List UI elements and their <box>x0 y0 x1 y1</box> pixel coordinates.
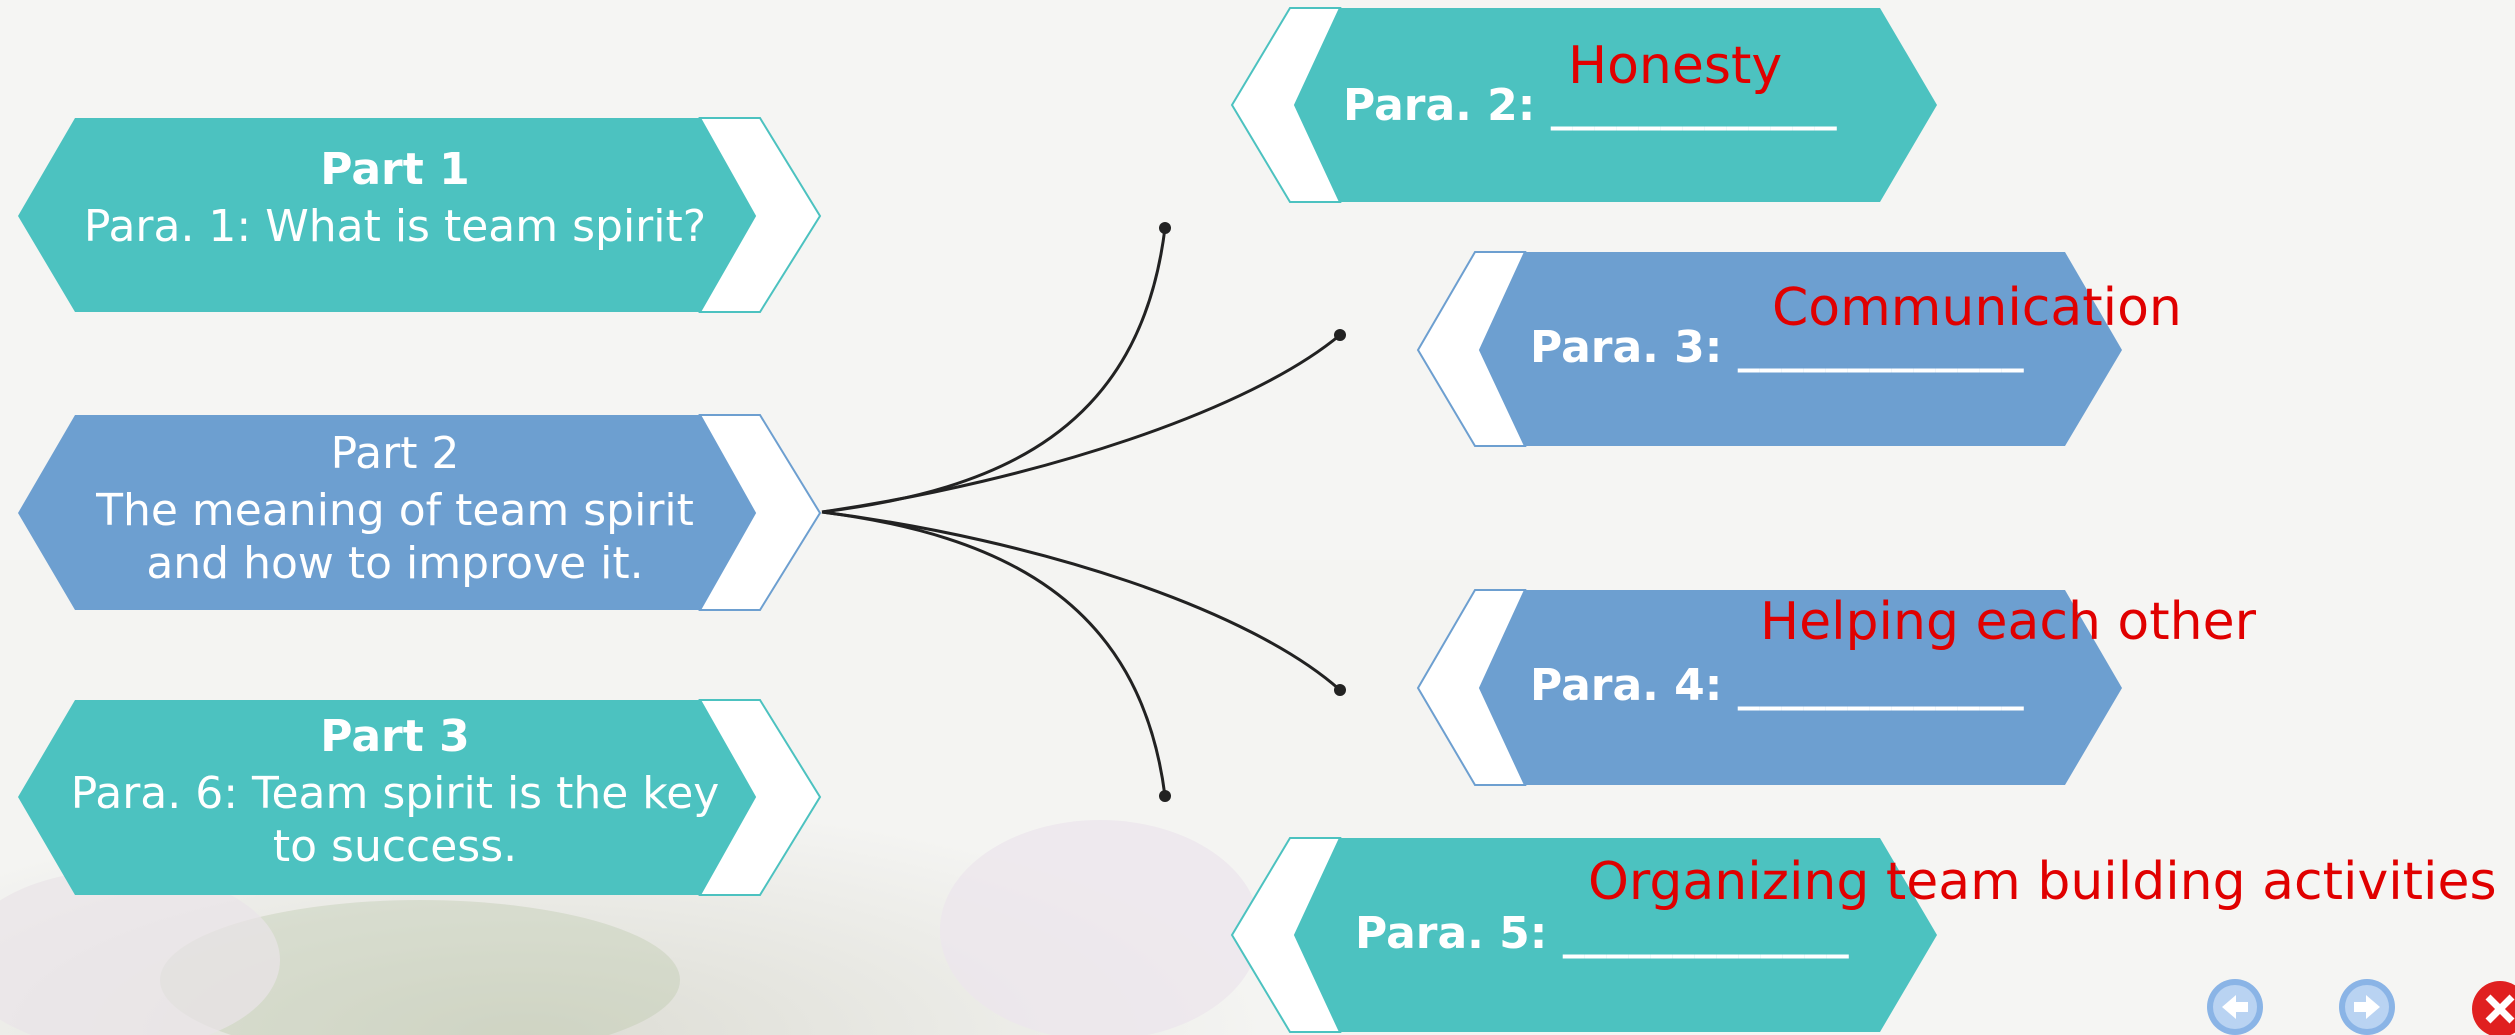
part2-title: Part 2 <box>330 428 460 479</box>
para2-answer: Honesty <box>1568 36 1783 96</box>
para4-answer: Helping each other <box>1760 592 2256 652</box>
part1-title: Part 1 <box>320 144 470 195</box>
part1-box <box>18 117 822 313</box>
para2-box <box>1230 7 1937 203</box>
connector-dots <box>1159 222 1346 802</box>
part2-text: The meaning of team spirit and how to im… <box>96 485 694 589</box>
para2-label: Para. 2: _____________ <box>1343 80 1837 131</box>
para3-label: Para. 3: _____________ <box>1530 322 2024 373</box>
para4-box <box>1416 589 2122 786</box>
nav-bar <box>2207 979 2515 1035</box>
part1-text: Para. 1: What is team spirit? <box>83 201 707 252</box>
para3-answer: Communication <box>1772 278 2182 338</box>
connector-lines <box>821 227 1341 797</box>
para5-box <box>1230 837 1937 1033</box>
part3-box <box>18 699 822 896</box>
back-arrow-icon[interactable] <box>2207 979 2263 1035</box>
para5-label: Para. 5: _____________ <box>1355 908 1849 959</box>
part3-title: Part 3 <box>320 711 470 762</box>
para4-label: Para. 4: _____________ <box>1530 660 2024 711</box>
forward-arrow-icon[interactable] <box>2339 979 2395 1035</box>
part2-box <box>18 414 822 611</box>
close-icon[interactable] <box>2472 981 2515 1035</box>
para5-answer: Organizing team building activities <box>1588 852 2497 912</box>
part3-text: Para. 6: Team spirit is the key to succe… <box>70 768 720 872</box>
para3-box <box>1416 251 2122 447</box>
